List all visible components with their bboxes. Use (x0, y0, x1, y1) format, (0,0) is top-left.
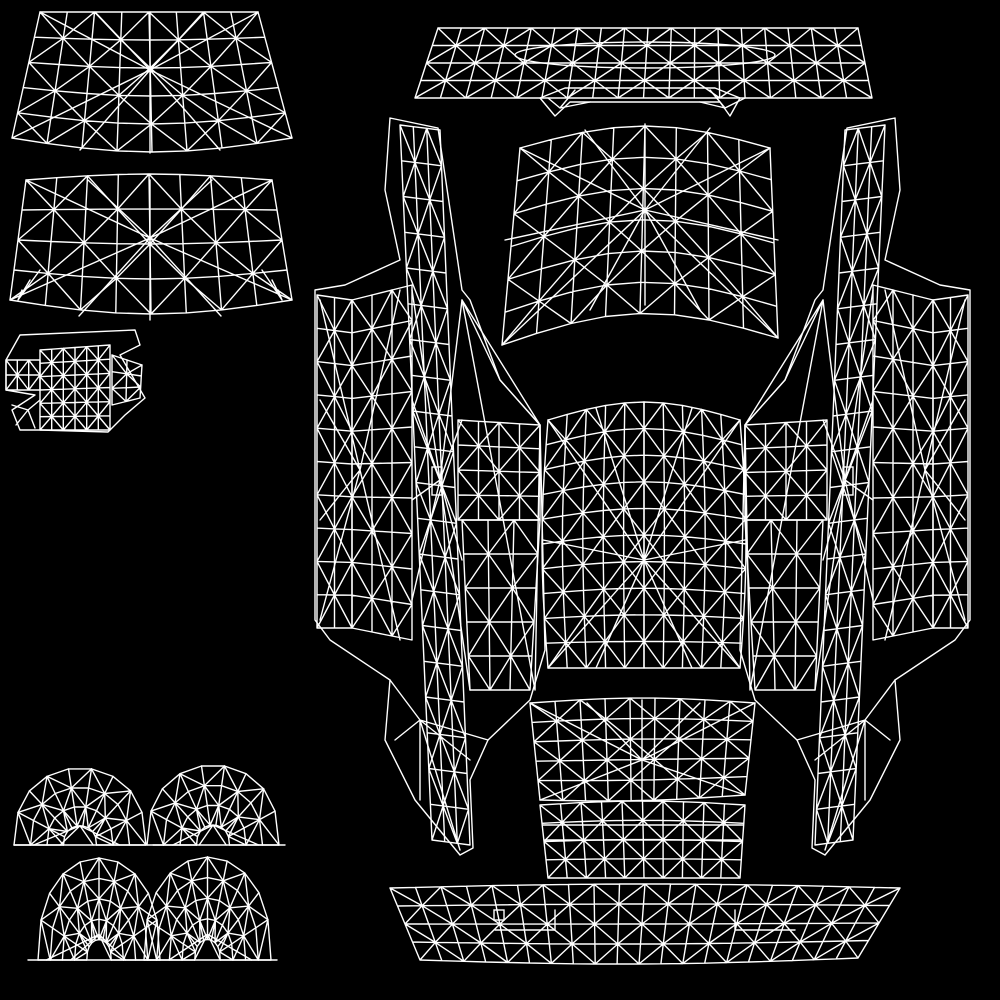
rear-wheel-arch-left-island (27, 857, 161, 961)
rear-spoiler-island (414, 27, 873, 117)
mirror-parts-island (5, 329, 146, 433)
rear-window-island (9, 173, 293, 321)
rear-bumper-island (389, 883, 901, 965)
left-body-side-island (314, 117, 546, 856)
hood-island (501, 123, 779, 346)
trunk-lid-island (529, 697, 756, 802)
roof-island (541, 401, 747, 669)
rear-wheel-arch-right-island (143, 856, 278, 961)
rear-panel-island (539, 800, 746, 879)
front-wheel-arch-right-island (146, 765, 286, 846)
windshield-island (11, 11, 293, 154)
front-wheel-arch-left-island (13, 768, 147, 846)
right-body-side-island (739, 117, 971, 856)
